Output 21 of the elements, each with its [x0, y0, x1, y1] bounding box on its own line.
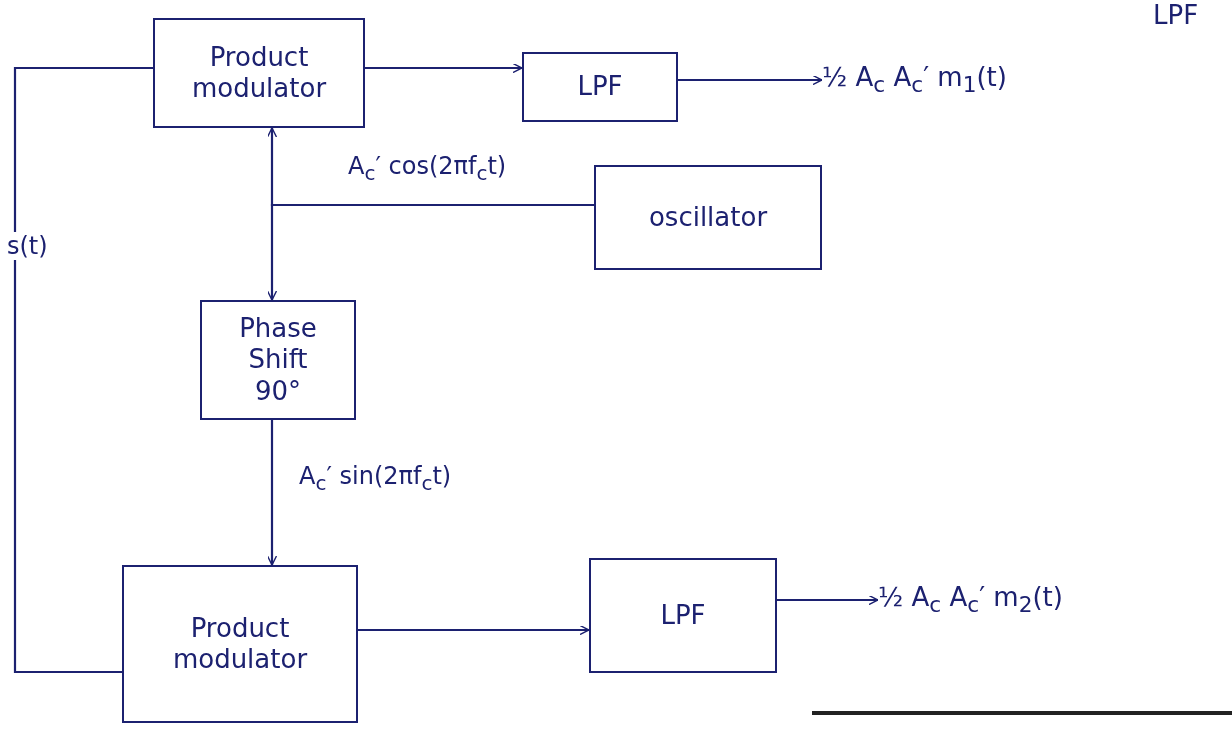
block-box — [153, 18, 365, 128]
block-box — [522, 52, 678, 122]
block-box — [122, 565, 358, 723]
block-box — [589, 558, 777, 673]
connector-line — [13, 66, 153, 674]
block-label: oscillator — [648, 201, 768, 234]
arrow — [358, 624, 590, 636]
arrow — [678, 74, 823, 86]
block-label: Product modulator — [190, 41, 328, 105]
signal-expression: ½ A$_{c}$ A$_{c}$′ m$_{2}$(t) — [878, 581, 1063, 619]
arrow — [266, 420, 278, 566]
block-label: Product modulator — [171, 612, 309, 676]
signal-expression: ½ A$_{c}$ A$_{c}$′ m$_{1}$(t) — [822, 61, 1007, 99]
block-box — [594, 165, 822, 270]
block-box — [200, 300, 356, 420]
arrow — [365, 62, 523, 74]
arrow — [777, 594, 879, 606]
block-label: LPF — [577, 71, 623, 103]
arrow — [266, 203, 594, 301]
block-label: LPF — [660, 599, 706, 632]
block-label: Phase Shift 90° — [238, 313, 318, 407]
